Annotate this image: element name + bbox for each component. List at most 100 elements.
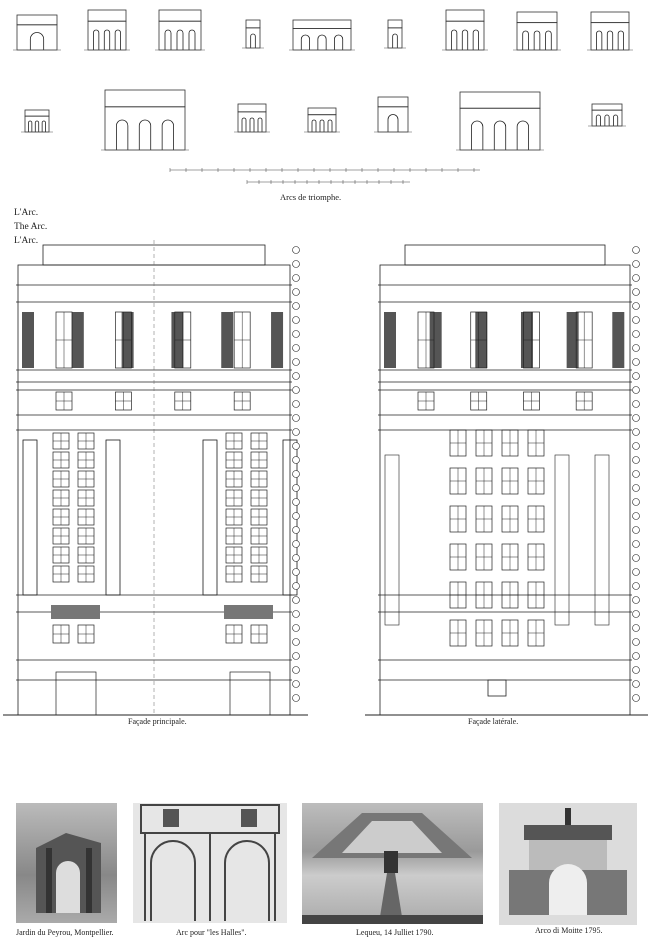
arch-opening (249, 117, 255, 132)
callout-marker (292, 470, 300, 478)
callout-marker (292, 638, 300, 646)
column-band (384, 312, 396, 368)
facade-attic (404, 244, 606, 266)
arch-attic (590, 11, 630, 24)
callout-marker (632, 274, 640, 282)
arches-plate-drawing (13, 9, 633, 184)
callout-marker (632, 330, 640, 338)
callout-marker (632, 624, 640, 632)
arch-opening (241, 117, 247, 132)
door (55, 671, 97, 716)
column-band (271, 312, 284, 368)
pilaster (22, 439, 38, 596)
arch-opening (188, 29, 196, 50)
pilaster (202, 439, 218, 596)
arch-body (459, 107, 541, 151)
callout-marker (632, 372, 640, 380)
arches-plate-caption: Arcs de triomphe. (280, 192, 342, 202)
callout-marker (632, 512, 640, 520)
callout-marker (292, 358, 300, 366)
pilaster (202, 439, 218, 596)
arch-opening (28, 120, 33, 132)
small-window (487, 679, 507, 697)
arch-body (245, 27, 261, 49)
column-band (612, 312, 625, 368)
callout-marker (292, 624, 300, 632)
arch-opening (334, 34, 344, 50)
callout-marker (632, 554, 640, 562)
arch-opening (471, 120, 484, 150)
caption-jardin-du-peyrou: Jardin du Peyrou, Montpellier. (16, 928, 114, 937)
arch-opening (311, 119, 317, 132)
callout-marker (292, 526, 300, 534)
heading-italian: L'Arc. (14, 236, 39, 246)
pilaster (594, 454, 610, 626)
callout-marker (632, 526, 640, 534)
callout-marker (632, 484, 640, 492)
callout-marker (292, 372, 300, 380)
arch-opening (114, 29, 121, 50)
callout-marker (632, 638, 640, 646)
callout-marker (292, 302, 300, 310)
callout-marker (632, 246, 640, 254)
balcony (51, 605, 100, 619)
arch-opening (617, 30, 624, 50)
image-arc-pour-les-halles (133, 803, 287, 923)
callout-marker (632, 386, 640, 394)
pilaster (105, 439, 121, 596)
pilaster (554, 454, 570, 626)
pilaster (384, 454, 400, 626)
callout-marker (292, 386, 300, 394)
arch-opening (461, 29, 469, 50)
callout-marker (292, 582, 300, 590)
callout-marker (292, 288, 300, 296)
callout-marker (632, 288, 640, 296)
callout-marker (292, 610, 300, 618)
arch-opening (613, 114, 619, 126)
callout-marker (292, 484, 300, 492)
column-band (22, 312, 34, 368)
arch-opening (138, 119, 152, 150)
caption-lequeu: Lequeu, 14 Julliet 1790. (356, 928, 434, 937)
arch-opening (451, 29, 458, 50)
callout-marker (292, 414, 300, 422)
arch-attic (459, 91, 541, 109)
arch-attic (445, 9, 485, 22)
callout-marker (632, 428, 640, 436)
callout-marker (632, 596, 640, 604)
image-lequeu-14-juillet-1790 (302, 803, 483, 924)
arch-opening (41, 120, 46, 132)
heading-french: L'Arc. (14, 208, 39, 218)
callout-marker (292, 694, 300, 702)
callout-marker (632, 540, 640, 548)
pilaster (22, 439, 38, 596)
arch-body (16, 24, 58, 51)
arch-opening (103, 29, 111, 50)
callout-marker (292, 330, 300, 338)
callout-marker (292, 554, 300, 562)
callout-marker (292, 568, 300, 576)
arch-opening (257, 117, 263, 132)
column-band (429, 312, 442, 368)
column-band (566, 312, 579, 368)
callout-marker (632, 470, 640, 478)
arch-body (104, 106, 186, 151)
arch-opening (327, 119, 333, 132)
arch-attic (292, 19, 352, 29)
arch-attic (237, 103, 267, 113)
callout-marker (632, 414, 640, 422)
arch-opening (472, 29, 479, 50)
arch-attic (158, 9, 202, 22)
arch-attic (591, 103, 623, 111)
callout-marker (632, 652, 640, 660)
callout-marker (292, 260, 300, 268)
heading-lines: L'Arc. The Arc. L'Arc. (14, 206, 47, 248)
arch-attic (245, 19, 261, 29)
arch-attic (377, 96, 409, 108)
arch-attic (24, 109, 50, 117)
callout-marker (632, 610, 640, 618)
arch-opening (545, 30, 552, 50)
callout-marker (632, 456, 640, 464)
callout-marker (292, 316, 300, 324)
callout-marker (292, 596, 300, 604)
